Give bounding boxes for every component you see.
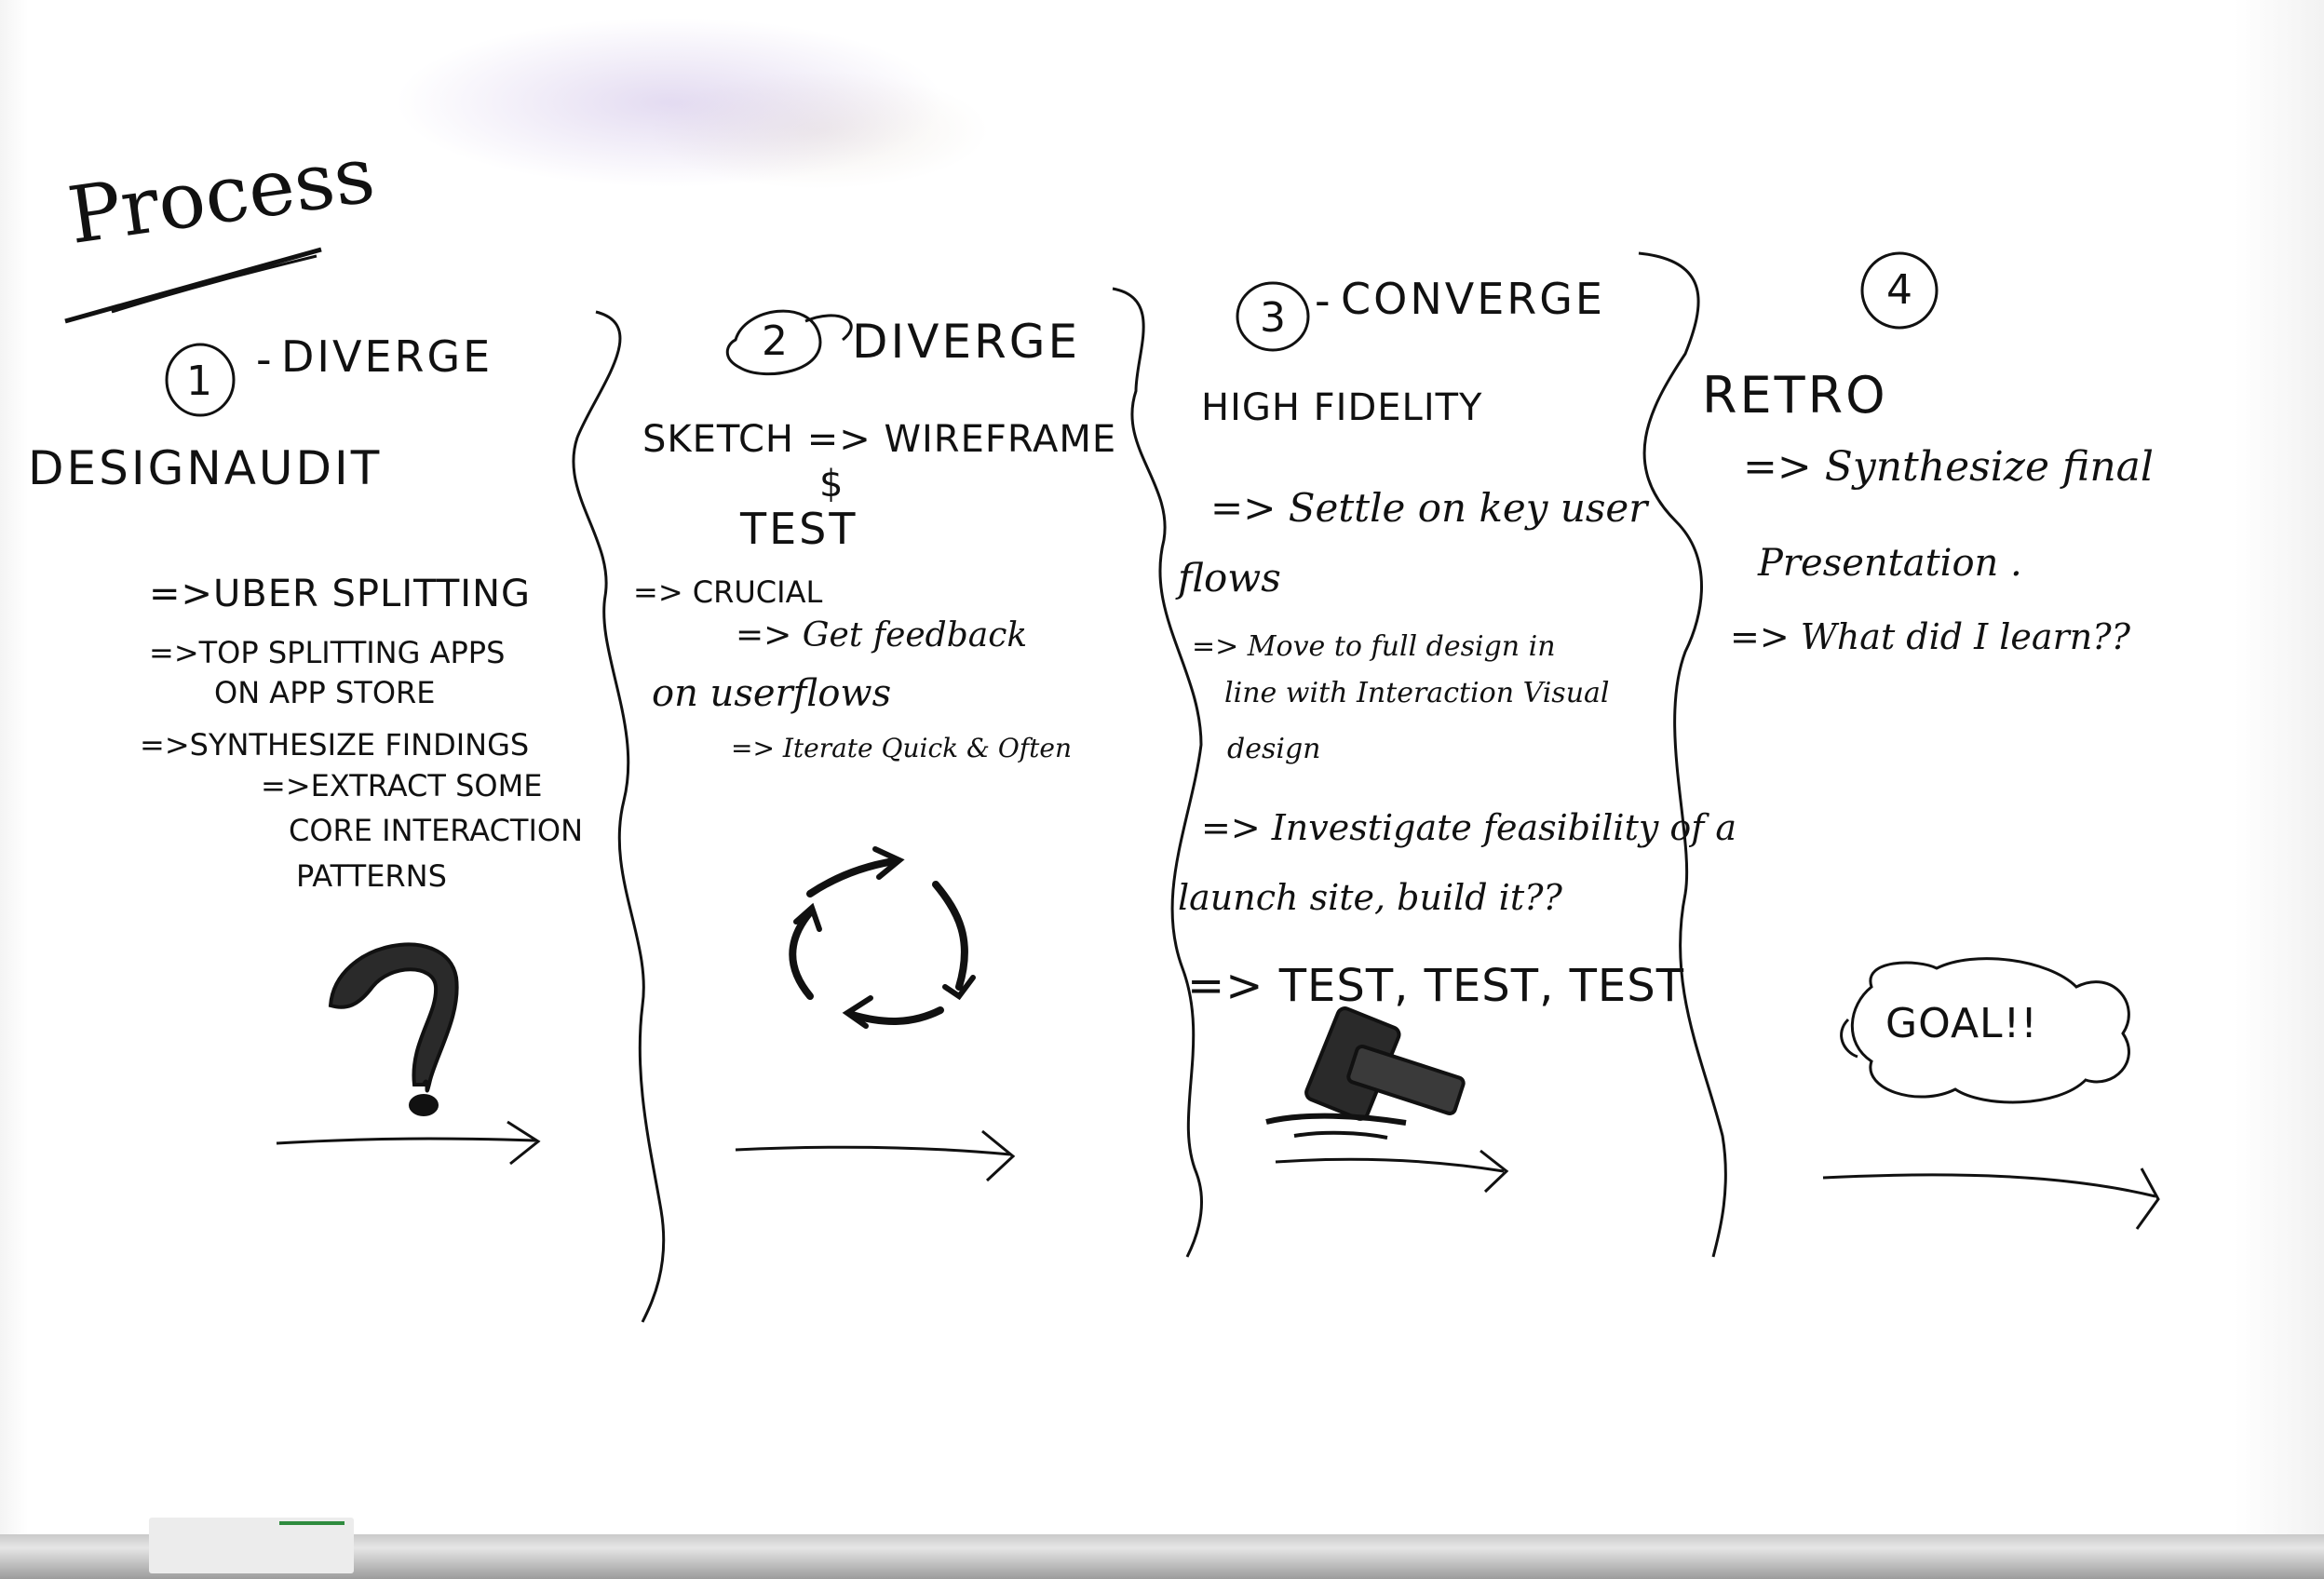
phase-4-goal: GOAL!! — [1885, 1000, 2038, 1047]
phase-1-name: DIVERGE — [281, 331, 493, 382]
phase-3-line: launch site, build it?? — [1178, 877, 1562, 918]
phase-1-number: 1 — [186, 358, 212, 405]
phase-3-heading: HIGH FIDELITY — [1201, 386, 1483, 429]
phase-2-heading: SKETCH => WIREFRAME — [642, 418, 1117, 461]
cycle-arrows-icon — [789, 846, 976, 1029]
gavel-icon — [1265, 1006, 1466, 1140]
phase-3-line: => Settle on key user — [1210, 485, 1648, 531]
divider-3 — [1638, 251, 1727, 1258]
phase-2-subheading: TEST — [740, 504, 858, 554]
phase-4-number: 4 — [1886, 266, 1912, 314]
phase-2-line: => CRUCIAL — [633, 574, 823, 610]
phase-1-line: =>UBER SPLITTING — [149, 573, 532, 615]
circle-2 — [725, 309, 822, 375]
phase-3-line: => TEST, TEST, TEST — [1187, 960, 1685, 1012]
divider-2 — [1112, 287, 1203, 1258]
phase-1-line: =>EXTRACT SOME — [261, 768, 543, 803]
phase-3-line: flows — [1178, 555, 1281, 601]
phase-1-prefix: - — [256, 334, 275, 385]
phase-3-line: line with Interaction Visual — [1224, 677, 1610, 709]
phase-4-line: => What did I learn?? — [1730, 616, 2130, 657]
phase-4-heading: RETRO — [1702, 366, 1888, 425]
circle-4 — [1860, 251, 1939, 330]
phase-3-name: CONVERGE — [1341, 274, 1605, 324]
green-marker — [279, 1521, 345, 1525]
arrow-1 — [276, 1120, 541, 1166]
marker-tray — [0, 1534, 2324, 1579]
phase-2-line: => Get feedback — [736, 616, 1028, 655]
phase-4-line: Presentation . — [1758, 542, 2022, 585]
phase-2-line: on userflows — [652, 672, 892, 715]
arrow-2 — [735, 1129, 1016, 1182]
phase-2-name: DIVERGE — [852, 315, 1081, 369]
goal-cloud-icon — [1850, 957, 2130, 1104]
phase-3-number: 3 — [1260, 294, 1286, 342]
phase-2-amp: $ — [819, 463, 844, 506]
arrow-3 — [1275, 1149, 1509, 1194]
question-mark-icon — [328, 942, 459, 1116]
phase-3-line: design — [1227, 733, 1321, 765]
phase-1-line: =>TOP SPLITTING APPS — [149, 635, 506, 670]
phase-3-line: => Investigate feasibility of a — [1201, 807, 1737, 848]
phase-1-line: =>SYNTHESIZE FINDINGS — [140, 727, 530, 763]
phase-1-heading: DESIGNAUDIT — [28, 441, 383, 495]
tray-clip — [149, 1518, 354, 1573]
divider-1 — [572, 310, 666, 1323]
phase-2-line: => Iterate Quick & Often — [731, 733, 1072, 763]
phase-1-line: PATTERNS — [296, 858, 447, 894]
arrow-4 — [1822, 1167, 2160, 1230]
phase-3-prefix: - — [1315, 276, 1333, 326]
circle-1 — [165, 343, 236, 417]
phase-3-line: => Move to full design in — [1192, 630, 1556, 663]
phase-1-line: ON APP STORE — [214, 675, 436, 710]
title-underline — [64, 247, 322, 324]
phase-1-line: CORE INTERACTION — [289, 813, 584, 848]
circle-3 — [1236, 281, 1310, 352]
phase-2-number: 2 — [762, 317, 788, 365]
phase-4-line: => Synthesize final — [1743, 443, 2154, 491]
